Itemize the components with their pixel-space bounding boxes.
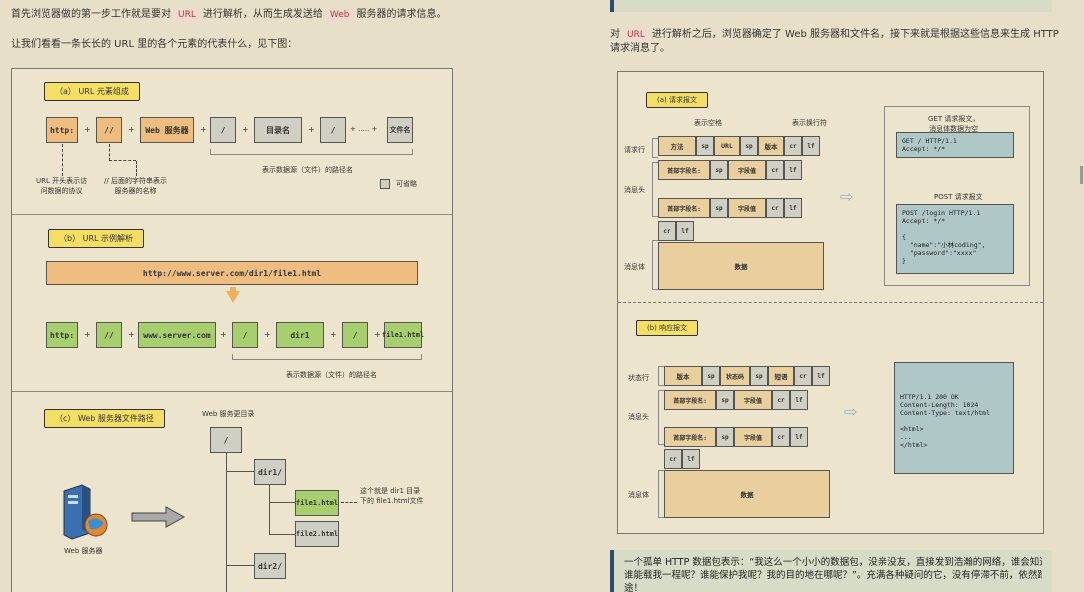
- resp-header-1: 首部字段名:: [664, 390, 716, 410]
- dir2-box: dir2/: [254, 553, 286, 579]
- response-label: (b) 响应报文: [636, 320, 699, 336]
- right-paragraph-2: 请求消息了。: [610, 43, 670, 54]
- ex-box-file: file1.html: [382, 322, 424, 348]
- ex-path-bracket: [232, 354, 422, 360]
- req-version: 版本: [758, 136, 784, 156]
- url-tag: URL: [174, 9, 200, 22]
- protocol-note: URL 开头表示访 问数据的协议: [36, 177, 88, 195]
- dotted-connector-1: [62, 144, 63, 176]
- right-arrow-icon: [130, 505, 186, 529]
- ex-box-dir1: dir1: [276, 322, 324, 348]
- path-bracket: [210, 149, 413, 155]
- server-icon: [60, 483, 108, 541]
- down-arrow-icon: [226, 291, 240, 303]
- url-tag-right: URL: [623, 29, 649, 42]
- request-body-label: 消息体: [624, 263, 645, 271]
- file1-box: file1.html: [295, 490, 339, 516]
- section-b-label: （b） URL 示例解析: [48, 229, 145, 248]
- box-slash-2: /: [320, 117, 346, 143]
- response-code: HTTP/1.1 200 OK Content-Length: 1024 Con…: [894, 362, 1014, 474]
- resp-status: 状态码: [720, 366, 750, 386]
- response-head-label: 消息头: [628, 413, 649, 421]
- post-title: POST 请求报文: [934, 193, 983, 201]
- box-slash-1: /: [210, 117, 236, 143]
- web-root-title: Web 服务更目录: [202, 410, 255, 418]
- legend-swatch: [380, 179, 390, 189]
- section-divider-1: [12, 214, 452, 215]
- url-diagram: （a） URL 元素组成 http: + // + Web 服务器 + / + …: [11, 68, 453, 592]
- legend-label: 可省略: [396, 180, 417, 188]
- post-code: POST /login HTTP/1.1 Accept: */* { "name…: [896, 204, 1014, 274]
- ex-box-server: www.server.com: [138, 322, 216, 348]
- req-url: URL: [714, 136, 740, 156]
- server-name-note: // 后面的字符串表示 服务器的名称: [104, 177, 167, 195]
- root-dir-box: /: [210, 427, 242, 453]
- http-message-diagram: (a) 请求报文 表示空格 表示换行符 请求行 消息头 消息体 方法 sp UR…: [617, 71, 1044, 534]
- box-filename: 文件名: [387, 117, 413, 143]
- req-header-2: 首部字段名:: [658, 198, 710, 218]
- req-header-1: 首部字段名:: [658, 160, 710, 180]
- resp-version: 版本: [664, 366, 702, 386]
- get-code: GET / HTTP/1.1 Accept: */*: [896, 132, 1014, 158]
- get-title: GET 请求报文， 消息体数据为空: [928, 115, 980, 133]
- resp-header-2: 首部字段名:: [664, 427, 716, 447]
- request-line-label: 请求行: [624, 146, 645, 154]
- path-note: 表示数据源（文件）的路径名: [262, 166, 353, 174]
- box-web-server: Web 服务器: [140, 117, 194, 143]
- example-url-bar: http://www.server.com/dir1/file1.html: [46, 261, 418, 285]
- req-method: 方法: [658, 136, 696, 156]
- box-dirname: 目录名: [254, 117, 302, 143]
- space-note: 表示空格: [694, 119, 722, 127]
- newline-note: 表示换行符: [792, 119, 827, 127]
- ex-box-slashes: //: [96, 322, 122, 348]
- scrollbar-thumb[interactable]: [1080, 166, 1083, 184]
- diagram-divider: [618, 302, 1043, 303]
- top-callout-strip: [614, 0, 1052, 12]
- dir1-box: dir1/: [254, 459, 286, 485]
- dotted-connector-2b: [136, 161, 137, 176]
- file1-note: 这个就是 dir1 目录 下的 file1.html文件: [360, 487, 424, 505]
- req-examples-frame: [884, 106, 1030, 286]
- web-server-caption: Web 服务器: [64, 547, 103, 555]
- ex-box-slash-1: /: [232, 322, 258, 348]
- ex-box-http: http:: [46, 322, 78, 348]
- plus-dots: + ..... +: [350, 125, 378, 133]
- ex-path-note: 表示数据源（文件）的路径名: [286, 371, 377, 379]
- section-divider-2: [12, 391, 452, 392]
- note-connector: [341, 502, 357, 503]
- request-label: (a) 请求报文: [646, 92, 708, 108]
- section-c-label: （c） Web 服务器文件路径: [44, 409, 165, 428]
- http-packet-callout: 一个孤单 HTTP 数据包表示：“我这么一个小小的数据包，没亲没友，直接发到浩瀚…: [610, 550, 1052, 592]
- ex-box-slash-2: /: [342, 322, 368, 348]
- response-body-label: 消息体: [628, 491, 649, 499]
- request-head-label: 消息头: [624, 186, 645, 194]
- resp-arrow-icon: ⇨: [844, 402, 858, 421]
- box-http: http:: [46, 117, 78, 143]
- req-arrow-icon: ⇨: [840, 187, 854, 206]
- tree-trunk: [226, 453, 227, 592]
- resp-data-box: 数据: [664, 470, 830, 518]
- column-separator: [610, 0, 614, 12]
- resp-phrase: 短语: [768, 366, 794, 386]
- file2-box: file2.html: [295, 521, 339, 547]
- section-a-label: （a） URL 元素组成: [44, 82, 140, 101]
- web-tag: Web: [325, 9, 354, 22]
- box-slashes: //: [96, 117, 122, 143]
- req-data-box: 数据: [658, 242, 824, 290]
- url-intro-paragraph: 让我们看看一条长长的 URL 里的各个元素的代表什么，见下图：: [11, 39, 298, 50]
- plus-sign: +: [84, 125, 91, 134]
- status-line-label: 状态行: [628, 374, 649, 382]
- dotted-connector-2: [109, 144, 136, 161]
